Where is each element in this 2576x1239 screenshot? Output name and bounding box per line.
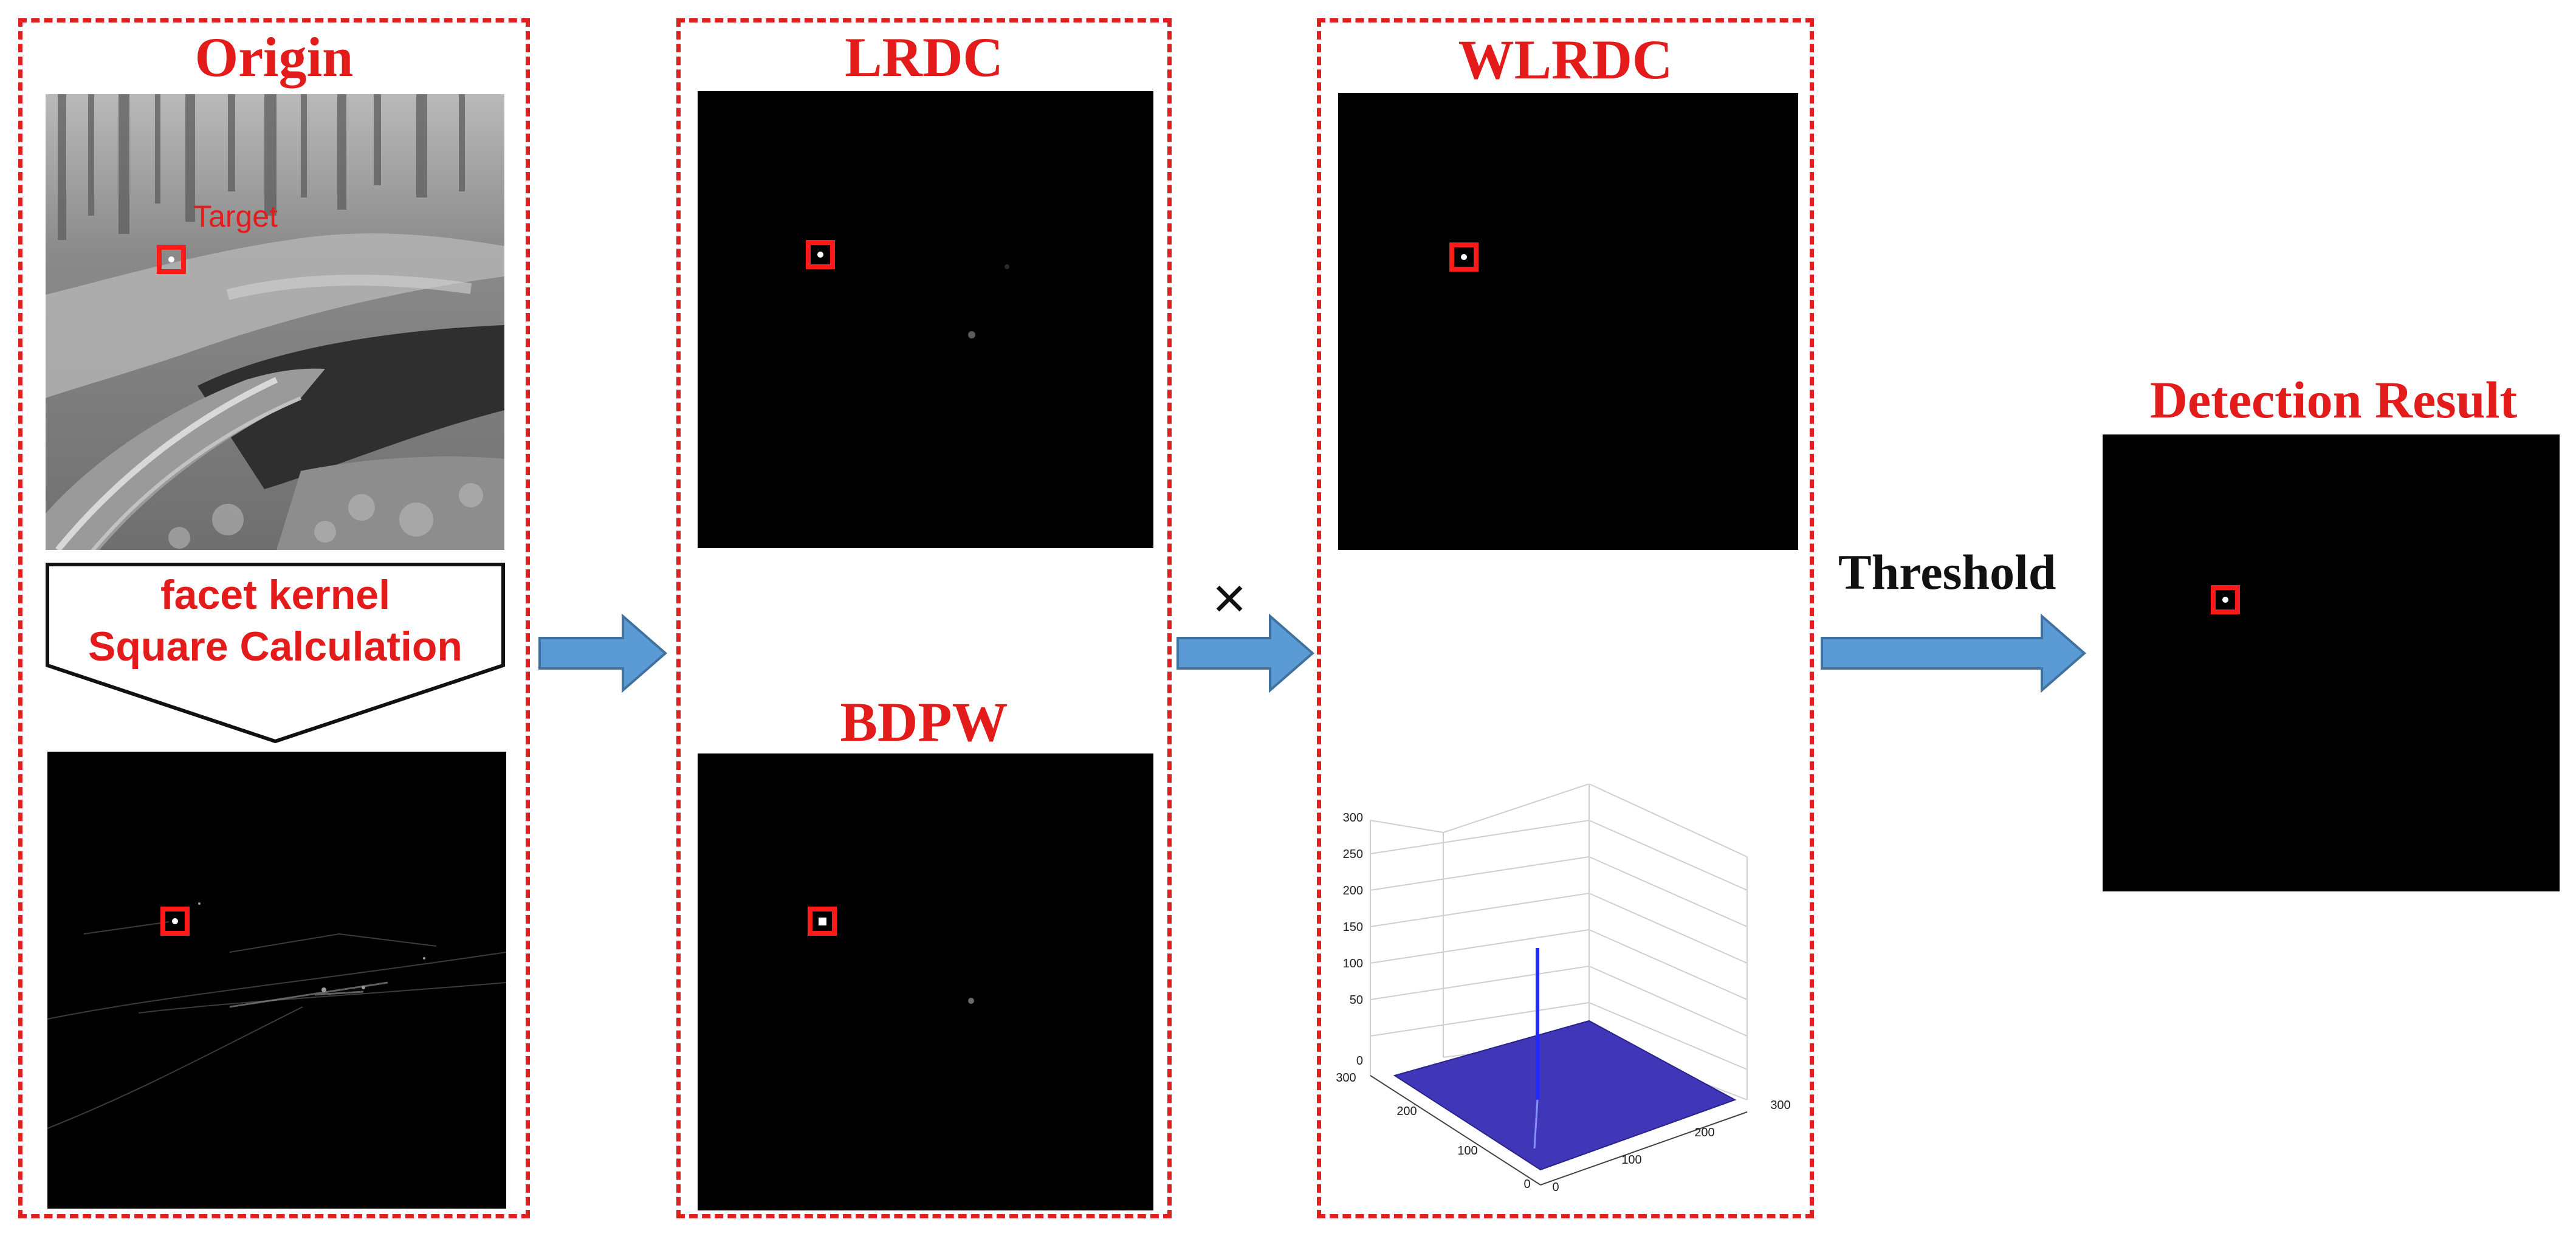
arrow-to-result <box>1821 614 2087 693</box>
lrdc-residual-speck <box>1005 264 1009 269</box>
multiply-operator: × <box>1212 566 1247 631</box>
x-tick-200: 200 <box>1694 1126 1714 1139</box>
z-tick-250: 250 <box>1343 848 1363 861</box>
wlrdc-target-marker <box>1449 242 1479 272</box>
x-tick-100: 100 <box>1621 1153 1641 1167</box>
z-tick-50: 50 <box>1350 994 1363 1007</box>
facet-kernel-result-image <box>47 752 506 1209</box>
z-tick-150: 150 <box>1343 921 1363 934</box>
target-label: Target <box>193 199 278 233</box>
threshold-label: Threshold <box>1838 544 2056 600</box>
lrdc-residual-speck <box>968 331 975 338</box>
operation-line2: Square Calculation <box>88 623 462 670</box>
origin-infrared-image: Target <box>46 94 504 550</box>
origin-title: Origin <box>194 26 354 88</box>
surface-floor <box>1393 1020 1737 1171</box>
bdpw-target-marker <box>808 907 837 936</box>
x-tick-300: 300 <box>1770 1099 1790 1112</box>
lrdc-title: LRDC <box>845 26 1003 88</box>
origin-scene-graphic <box>46 94 504 550</box>
result-title: Detection Result <box>2149 371 2518 429</box>
origin-panel <box>18 18 530 1218</box>
bdpw-residual-speck <box>968 998 974 1004</box>
z-tick-200: 200 <box>1343 884 1363 898</box>
z-tick-300: 300 <box>1343 811 1363 825</box>
facet-noise-graphic <box>47 902 506 1129</box>
arrow-to-wlrdc <box>1176 614 1315 693</box>
lrdc-image <box>698 91 1153 548</box>
operation-pentagon <box>46 563 505 744</box>
bdpw-title: BDPW <box>840 691 1008 753</box>
wlrdc-panel <box>1317 18 1814 1218</box>
operation-line1: facet kernel <box>160 572 390 618</box>
facet-target-marker <box>160 907 190 936</box>
z-tick-100: 100 <box>1343 957 1363 970</box>
arrow-to-lrdc <box>538 614 668 693</box>
lrdc-target-marker <box>806 240 835 269</box>
wlrdc-3d-surface-plot: 300 250 200 150 100 50 0 300 200 100 0 0… <box>1336 784 1791 1194</box>
wlrdc-title: WLRDC <box>1458 29 1673 91</box>
y-tick-300: 300 <box>1336 1071 1356 1085</box>
y-tick-0: 0 <box>1523 1178 1530 1191</box>
z-tick-0: 0 <box>1356 1054 1363 1068</box>
detection-result-image <box>2103 434 2560 891</box>
origin-target-marker <box>157 245 186 274</box>
wlrdc-image <box>1338 93 1798 550</box>
lrdc-bdpw-panel <box>676 18 1172 1218</box>
bdpw-image <box>698 753 1153 1210</box>
x-tick-0: 0 <box>1552 1181 1559 1194</box>
result-target-marker <box>2211 585 2240 614</box>
y-tick-100: 100 <box>1457 1144 1477 1158</box>
y-tick-200: 200 <box>1396 1105 1417 1118</box>
